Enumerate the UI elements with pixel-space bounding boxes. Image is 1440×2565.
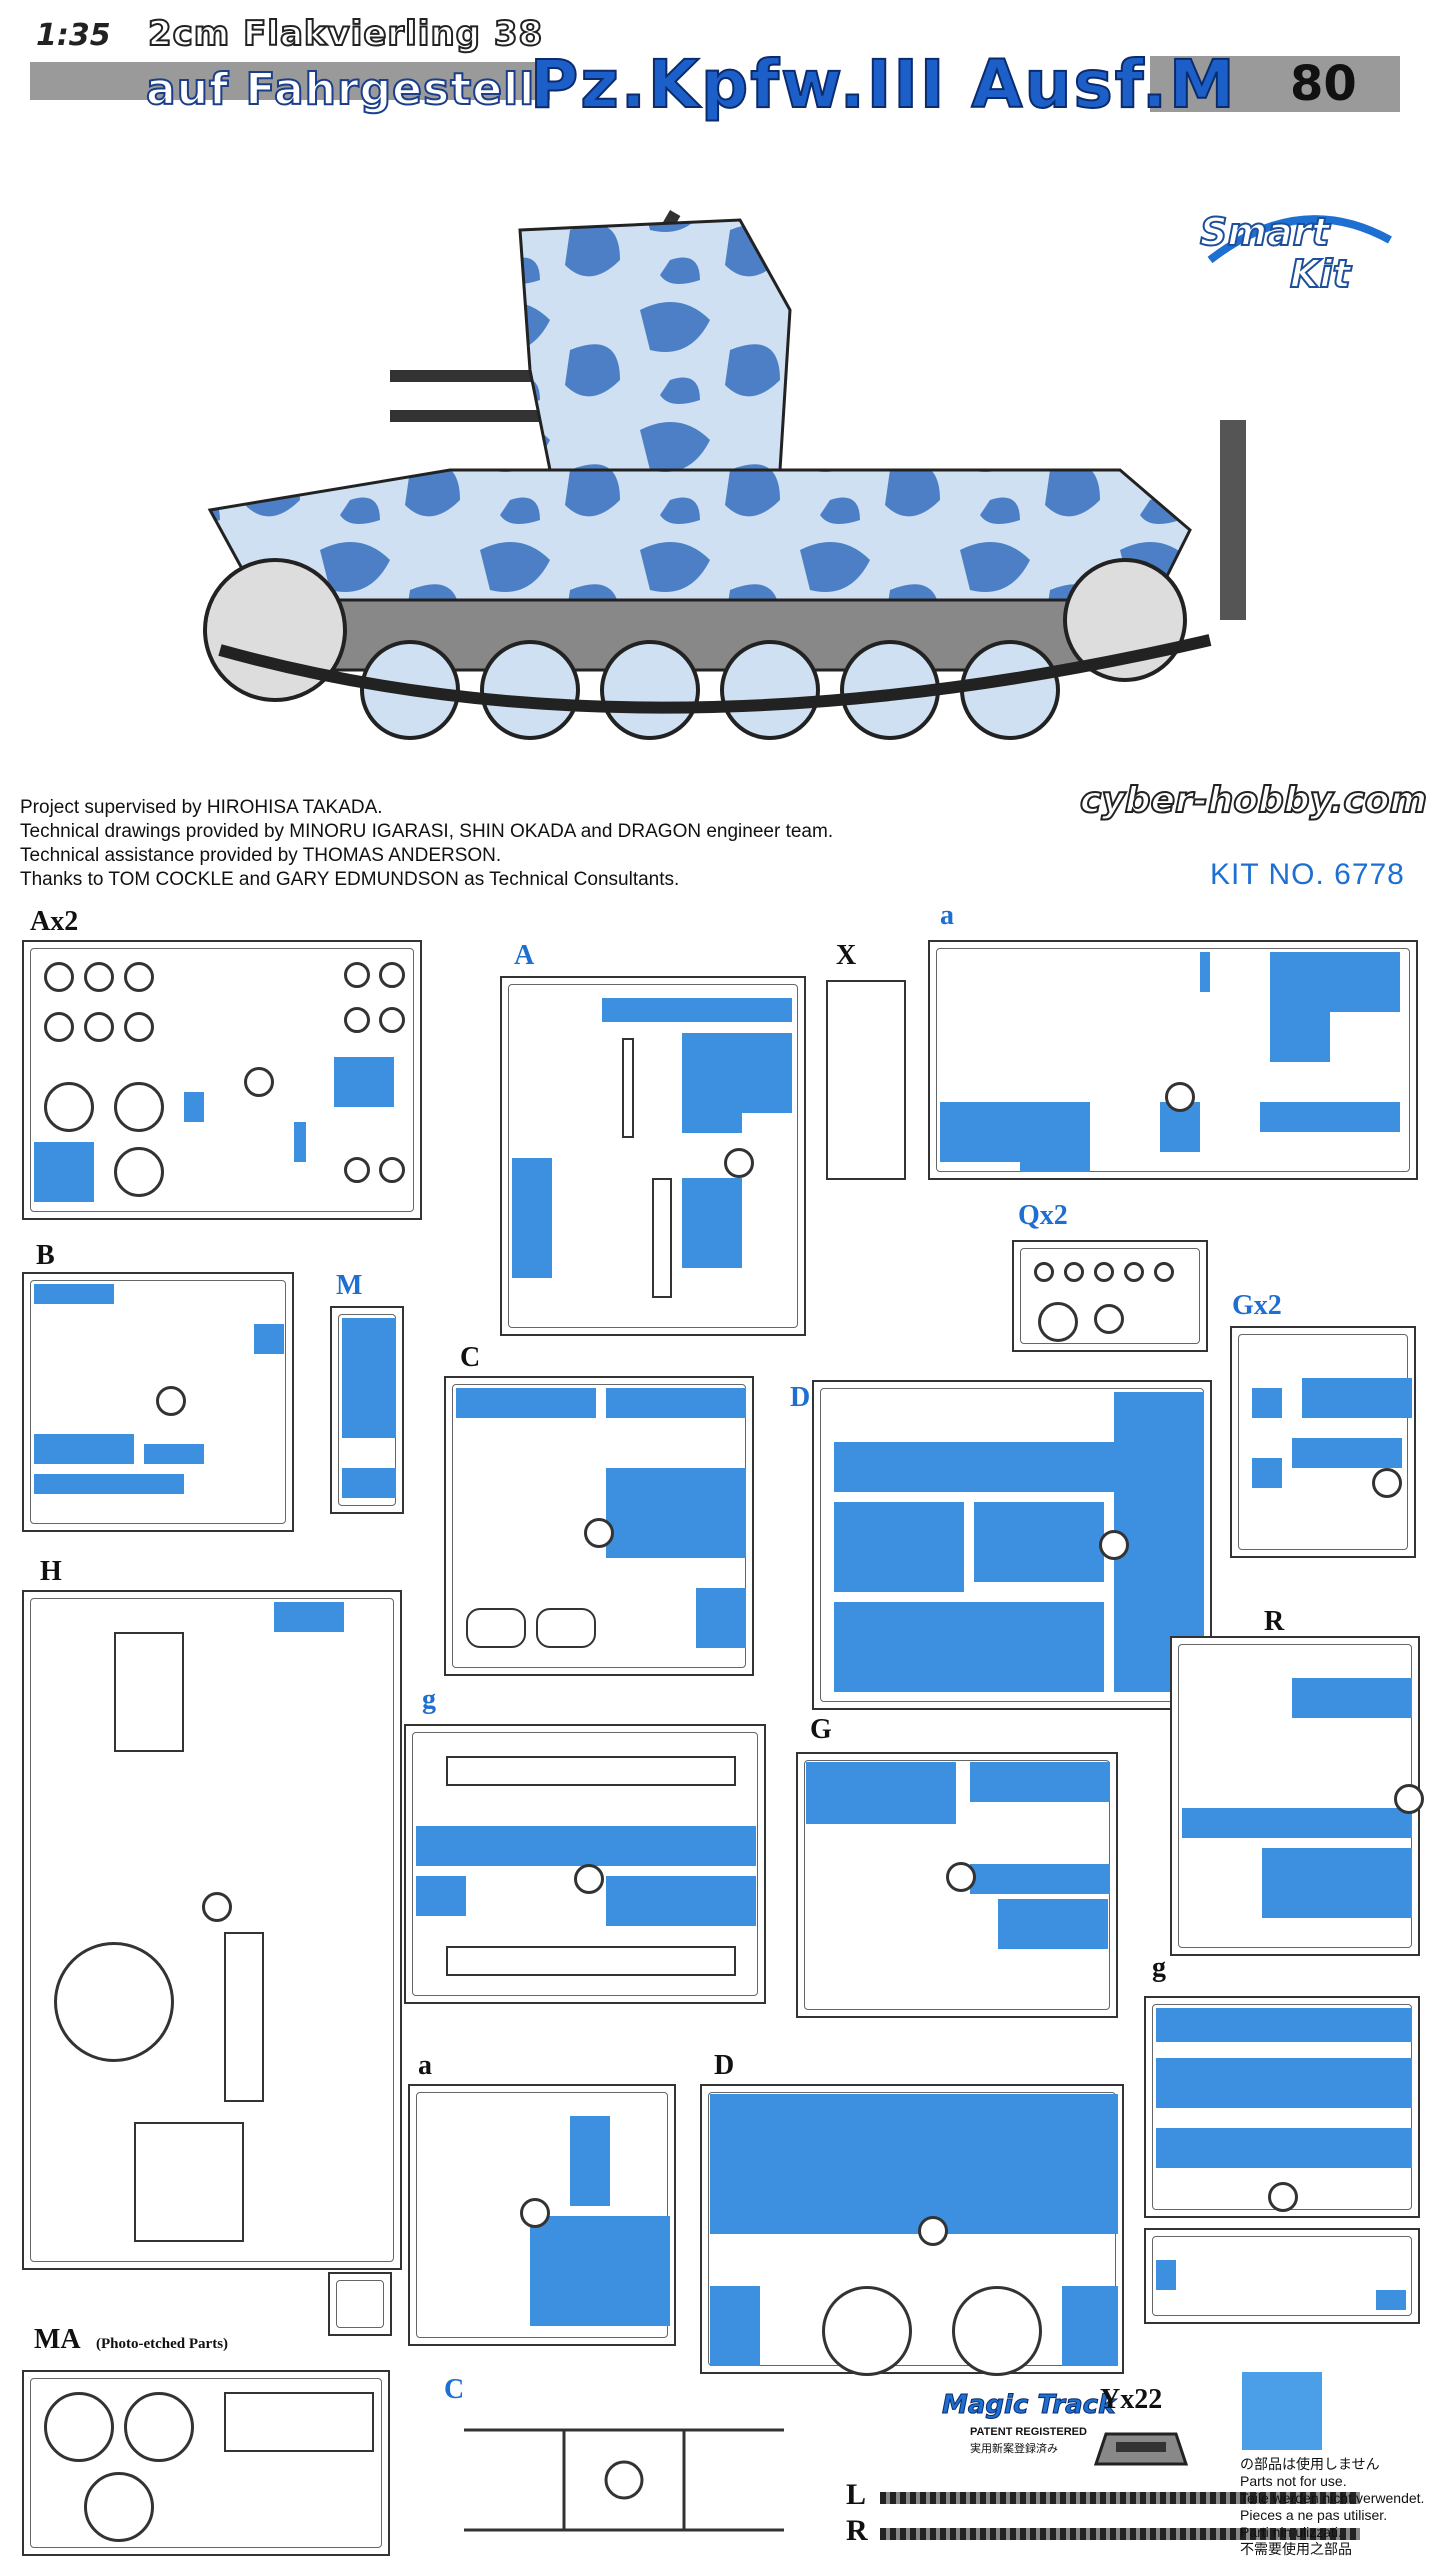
sprue-a-upper: [500, 976, 806, 1336]
sprue-c-lower: [444, 2400, 804, 2560]
credit-line-thanks: Thanks to TOM COCKLE and GARY EDMUNDSON …: [20, 869, 680, 890]
smart-kit-badge: Smart Kit: [1199, 200, 1400, 310]
sprue-ma-photo-etch: [22, 2370, 390, 2556]
sprue-label-g-upper: g: [422, 1684, 436, 1715]
sprue-label-c-lower: C: [444, 2374, 465, 2405]
sprue-label-a-upper: A: [514, 940, 535, 971]
track-strip-left: [880, 2492, 1360, 2504]
sprue-qx2: [1012, 1240, 1208, 1352]
sprue-label-yx22: Yx22: [1100, 2384, 1163, 2415]
credit-line-supervision: Project supervised by HIROHISA TAKADA.: [20, 797, 383, 818]
not-for-use-legend: の部品は使用しません Parts not for use. Teile werd…: [1240, 2456, 1430, 2558]
sprue-r: [1170, 1636, 1424, 1956]
sprue-label-ax2: Ax2: [30, 906, 79, 937]
cyber-hobby-logo: cyber-hobby.com: [1079, 779, 1428, 822]
sprue-label-ma: MA: [34, 2324, 81, 2355]
sprue-gx2: [1230, 1326, 1416, 1558]
magic-track-patent-jp: 実用新案登録済み: [970, 2443, 1058, 2455]
header-bar-top: [30, 62, 550, 100]
sprue-b: [22, 1272, 294, 1532]
legend-line-zh: 不需要使用之部品: [1240, 2541, 1352, 2557]
model-title-prefix: auf Fahrgestell: [145, 63, 536, 116]
smart-kit-swoosh-icon: [1207, 215, 1392, 264]
sprue-label-d-upper: D: [790, 1382, 811, 1413]
legend-line-de: Teile werden nicht verwendet.: [1240, 2490, 1425, 2506]
part-x-hull-plate: [826, 980, 906, 1180]
page-number: 80: [1290, 56, 1357, 112]
sprue-a-lower: [408, 2084, 676, 2346]
sprue-d-upper: [812, 1380, 1212, 1710]
sprue-small-misc: [328, 2272, 392, 2336]
sprue-label-b: B: [36, 1240, 55, 1271]
sprue-label-gx2: Gx2: [1232, 1290, 1282, 1321]
sprue-label-ma-note: (Photo-etched Parts): [96, 2336, 229, 2352]
credit-line-assistance: Technical assistance provided by THOMAS …: [20, 845, 502, 866]
sprue-g-lower-right: [1144, 1996, 1420, 2218]
credit-line-drawings: Technical drawings provided by MINORU IG…: [20, 821, 834, 842]
sprue-label-a-top-right: a: [940, 900, 954, 931]
sprue-label-c-upper: C: [460, 1342, 481, 1373]
sprue-g-big: [796, 1752, 1118, 2018]
sprue-label-h: H: [40, 1556, 62, 1587]
model-title-line1: 2cm Flakvierling 38: [147, 13, 544, 55]
sprue-a-top-right: [928, 940, 1418, 1180]
track-strip-right: [880, 2528, 1360, 2540]
track-label-left: L: [846, 2478, 867, 2511]
sprue-d-lower: [700, 2084, 1124, 2376]
sprue-label-r: R: [1264, 1606, 1285, 1637]
scale-label: 1:35: [36, 18, 111, 53]
smart-kit-word2: Kit: [1289, 251, 1352, 297]
sprue-label-m: M: [336, 1270, 363, 1301]
sprue-g-lower-right-extra: [1144, 2228, 1420, 2324]
credits-block: Project supervised by HIROHISA TAKADA. T…: [20, 796, 1020, 892]
sprue-label-d-lower: D: [714, 2050, 735, 2081]
sprue-g-upper: [404, 1724, 766, 2004]
sprue-h: [22, 1590, 402, 2270]
sprue-c-upper: [444, 1376, 754, 1676]
track-label-right: R: [846, 2514, 868, 2547]
legend-line-it: Parti nin ulizzati.: [1240, 2524, 1342, 2540]
legend-line-fr: Pieces a ne pas utiliser.: [1240, 2507, 1388, 2523]
sprue-label-x: X: [836, 940, 857, 971]
header-bar-right: [1150, 56, 1400, 112]
kit-number: KIT NO. 6778: [1210, 858, 1405, 891]
sprue-label-g-big: G: [810, 1714, 832, 1745]
smart-kit-word1: Smart: [1199, 209, 1331, 255]
legend-line-en: Parts not for use.: [1240, 2473, 1347, 2489]
sprue-label-g-lower-right: g: [1152, 1952, 1166, 1983]
not-for-use-swatch: [1242, 2372, 1322, 2450]
magic-track-patent: PATENT REGISTERED: [970, 2426, 1087, 2438]
sprue-label-a-lower: a: [418, 2050, 432, 2081]
tank-profile-image: [203, 210, 1246, 740]
vehicle-illustration: [150, 170, 1250, 770]
sprue-ax2: [22, 940, 422, 1220]
legend-line-ja: の部品は使用しません: [1240, 2456, 1380, 2472]
track-link-image: [1086, 2424, 1196, 2474]
sprue-m: [330, 1306, 404, 1514]
model-title-main: Pz.Kpfw.III Ausf.M: [529, 45, 1237, 124]
magic-track-logo: Magic Track: [941, 2390, 1116, 2421]
sprue-label-qx2: Qx2: [1018, 1200, 1068, 1231]
